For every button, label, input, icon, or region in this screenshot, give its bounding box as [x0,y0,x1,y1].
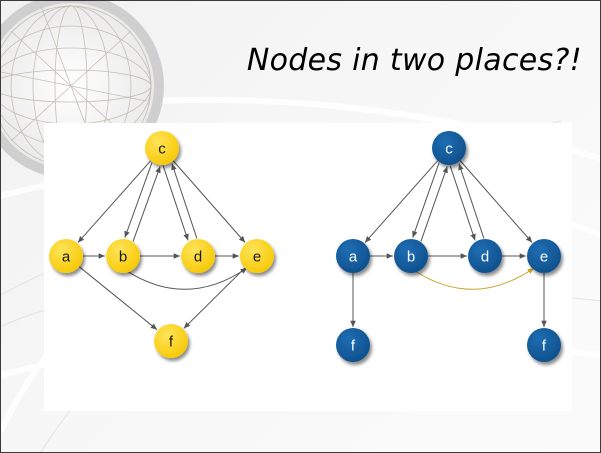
edge-c-to-a [364,160,439,243]
node-label: a [349,249,358,266]
edge-c-to-b [124,162,153,238]
node-label: f [351,338,356,355]
node-label: e [540,249,548,266]
edge-c-to-d [162,165,189,241]
node-a: a [336,239,370,273]
slide-title: Nodes in two places?! [246,43,582,78]
node-d: d [181,239,215,273]
node-label: c [445,141,453,158]
node-label: c [158,141,166,158]
node-circle [154,324,188,358]
node-label: a [62,249,71,266]
edge-d-to-c [458,163,485,239]
node-label: b [407,249,415,266]
node-f: f [527,328,561,362]
node-circle [145,131,179,165]
node-circle [336,328,370,362]
edge-c-to-d [449,165,476,241]
edge-a-to-f [78,266,158,331]
node-f: f [336,328,370,362]
node-b: b [394,239,428,273]
node-label: b [119,249,127,266]
edge-c-to-b [412,162,440,238]
node-circle [106,239,140,273]
node-label: e [253,249,261,266]
edge-b-to-c [132,166,161,242]
edge-c-to-e [459,160,533,243]
node-b: b [106,239,140,273]
node-circle [336,239,370,273]
node-e: e [527,239,561,273]
edge-b-to-e [414,267,535,290]
edge-b-to-e [126,267,248,290]
node-a: a [49,239,83,273]
node-circle [181,239,215,273]
node-label: d [481,249,489,266]
edge-d-to-c [171,163,198,239]
node-circle [432,131,466,165]
graph-right: c a b d e f f [336,131,561,362]
node-c: c [432,131,466,165]
node-circle [527,328,561,362]
node-c: c [145,131,179,165]
node-label: d [194,249,202,266]
node-f: f [154,324,188,358]
edge-c-to-a [77,160,152,243]
edge-b-to-c [420,166,448,242]
node-circle [527,239,561,273]
node-circle [394,239,428,273]
edge-e-to-f [183,267,246,329]
node-d: d [468,239,502,273]
node-label: f [542,338,547,355]
graph-left: c a b d e f [49,131,274,358]
node-circle [240,239,274,273]
edge-c-to-e [172,160,246,243]
node-label: f [169,334,174,351]
node-circle [49,239,83,273]
node-circle [468,239,502,273]
node-e: e [240,239,274,273]
